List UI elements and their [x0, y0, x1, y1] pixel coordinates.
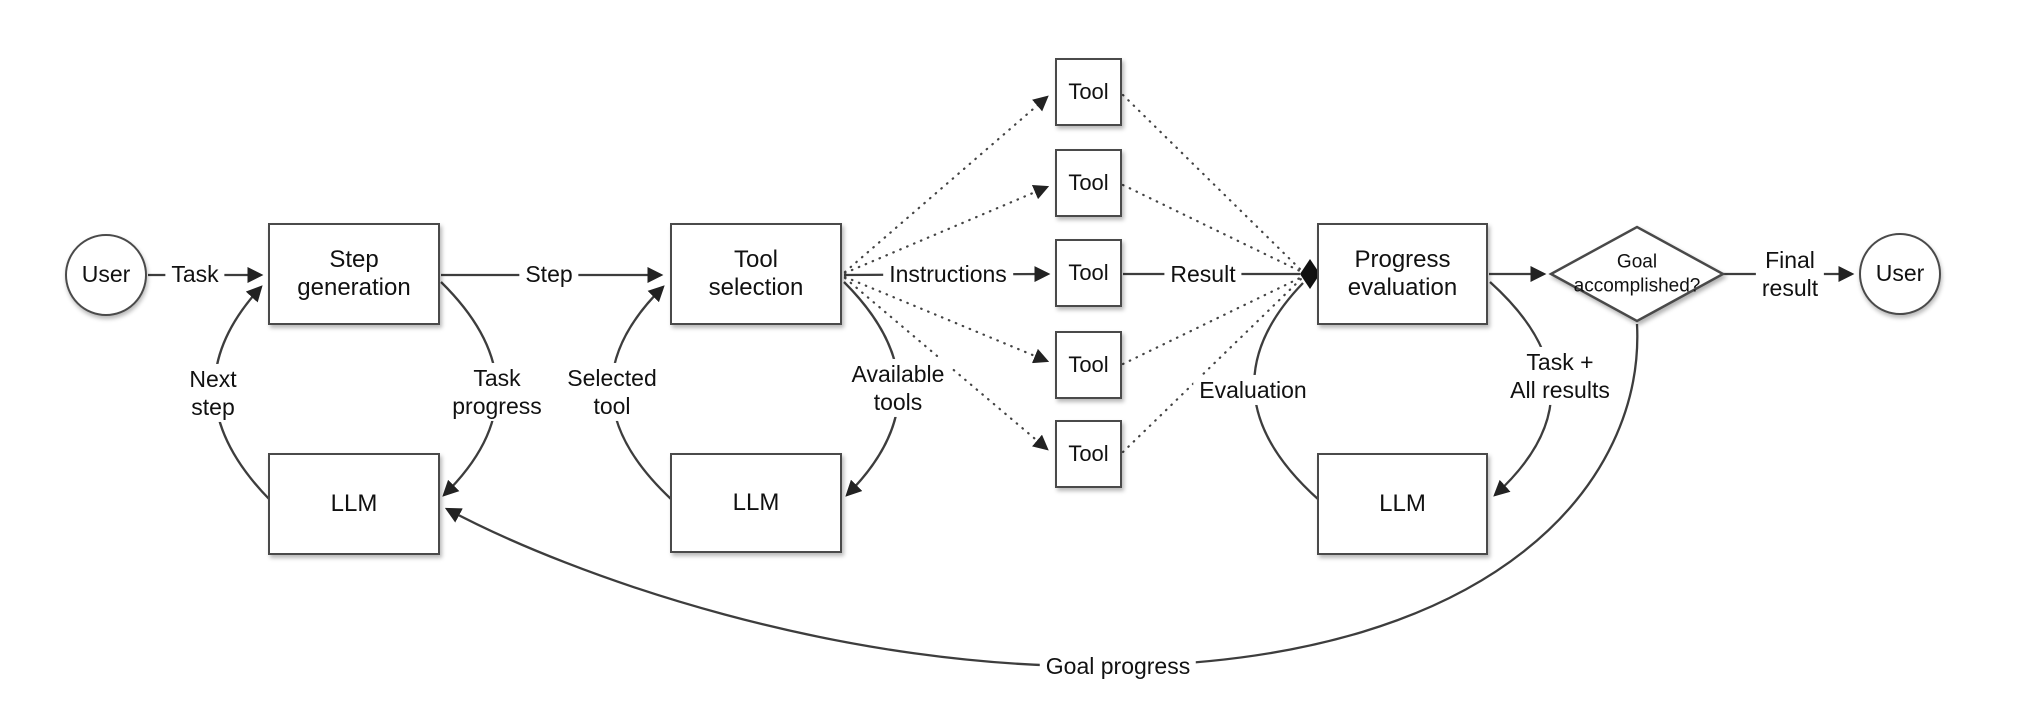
convergence-point [1300, 259, 1320, 289]
progress-evaluation-label-line1: Progress [1354, 245, 1451, 273]
tool-node-2-label: Tool [1068, 170, 1109, 196]
selected-tool-label-line2: tool [593, 393, 631, 419]
dotted-arrow-to-tool-4 [843, 275, 1050, 364]
result-edge-label: Result [1164, 258, 1242, 290]
tool-node-3: Tool [1055, 239, 1122, 307]
dotted-line-from-tool-5 [1121, 276, 1304, 454]
dotted-arrow-to-tool-2 [843, 185, 1050, 275]
decision-label-line1: Goal [1616, 251, 1658, 273]
user-node-left: User [65, 234, 147, 316]
dotted-line-from-tool-1 [1121, 93, 1304, 273]
tool-node-2: Tool [1055, 149, 1122, 217]
llm-node-1: LLM [268, 453, 440, 555]
decision-diamond [1548, 225, 1726, 323]
task-edge-label: Task [165, 258, 225, 290]
tool-node-4-label: Tool [1068, 352, 1109, 378]
step-generation-label-line2: generation [297, 274, 411, 301]
tool-node-1-label: Tool [1068, 79, 1109, 105]
tool-selection-label-line2: selection [708, 274, 804, 301]
step-edge-label: Step [519, 258, 579, 290]
instructions-edge-label: Instructions [883, 258, 1013, 290]
available-tools-label-line1: Available [851, 360, 945, 387]
llm-node-2: LLM [670, 453, 842, 553]
decision-label-line2: accomplished? [1573, 275, 1701, 296]
available-tools-edge-label: Available tools [845, 358, 951, 418]
next-step-label-line2: step [191, 394, 235, 420]
llm-node-1-label: LLM [330, 489, 378, 517]
selected-tool-edge-label: Selected tool [561, 362, 663, 422]
tool-node-4: Tool [1055, 331, 1122, 399]
user-node-right: User [1859, 233, 1941, 315]
tool-node-3-label: Tool [1068, 260, 1109, 286]
selected-tool-label-line1: Selected [567, 364, 657, 391]
tool-node-5-label: Tool [1068, 441, 1109, 467]
dotted-line-from-tool-4 [1121, 275, 1304, 366]
user-node-left-label: User [81, 261, 131, 288]
decision-diamond-label: Goal accomplished? [1574, 250, 1701, 298]
step-generation-node: Step generation [268, 223, 440, 325]
task-all-results-label-line2: All results [1510, 377, 1610, 403]
step-generation-label-line1: Step [329, 245, 379, 273]
available-tools-label-line2: tools [873, 389, 923, 415]
dotted-arrow-to-tool-1 [843, 95, 1049, 274]
evaluation-edge-label: Evaluation [1193, 374, 1313, 406]
tool-node-5: Tool [1055, 420, 1122, 488]
dotted-line-from-tool-2 [1121, 183, 1304, 274]
goal-progress-edge-label: Goal progress [1039, 650, 1197, 682]
next-step-label-line1: Next [189, 365, 237, 392]
task-progress-edge-label: Task progress [446, 362, 548, 422]
user-node-right-label: User [1875, 260, 1925, 287]
progress-evaluation-node: Progress evaluation [1317, 223, 1488, 325]
next-step-edge-label: Next step [183, 363, 243, 423]
final-result-label-line2: result [1761, 275, 1819, 301]
llm-node-3: LLM [1317, 453, 1488, 555]
final-result-label-line1: Final [1765, 246, 1815, 273]
tool-selection-node: Tool selection [670, 223, 842, 325]
task-all-results-label-line1: Task + [1526, 348, 1594, 375]
final-result-edge-label: Final result [1755, 244, 1825, 304]
tool-node-1: Tool [1055, 58, 1122, 126]
llm-node-3-label: LLM [1379, 489, 1426, 517]
task-all-results-edge-label: Task + All results [1504, 346, 1616, 406]
dotted-arrow-to-tool-5 [843, 276, 1049, 451]
task-progress-label-line2: progress [452, 393, 542, 419]
llm-node-2-label: LLM [732, 488, 780, 516]
tool-selection-label-line1: Tool [733, 245, 779, 273]
progress-evaluation-label-line2: evaluation [1347, 274, 1458, 301]
task-progress-label-line1: Task [473, 364, 521, 391]
